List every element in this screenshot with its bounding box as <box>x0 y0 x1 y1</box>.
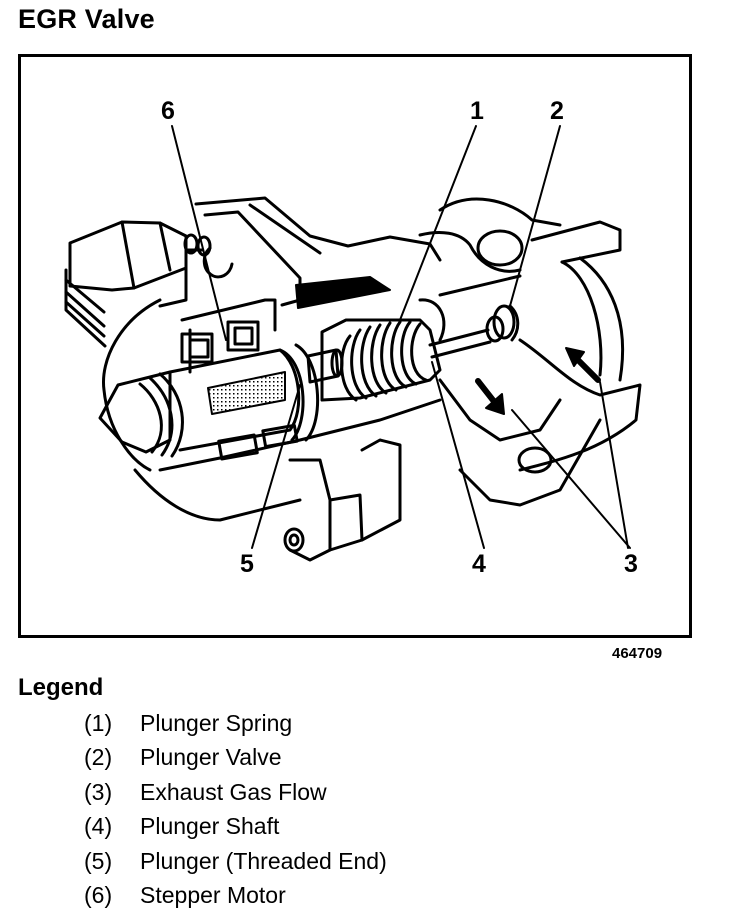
flow-arrow-out-icon <box>485 393 505 415</box>
legend-number: (2) <box>84 744 113 771</box>
legend-item: (4) Plunger Shaft <box>84 810 387 845</box>
egr-valve-illustration: 6 1 2 5 4 3 <box>64 97 642 578</box>
legend-item: (3) Exhaust Gas Flow <box>84 775 387 810</box>
plunger-spring <box>320 318 442 402</box>
legend-label: Plunger Shaft <box>140 813 280 840</box>
legend-item: (1) Plunger Spring <box>84 706 387 741</box>
leader-lines <box>171 125 631 549</box>
legend-number: (5) <box>84 847 113 874</box>
legend-item: (6) Stepper Motor <box>84 879 387 914</box>
legend-number: (1) <box>84 709 113 736</box>
plunger-valve <box>485 304 520 343</box>
illustration-frame <box>18 54 692 638</box>
callout-5: 5 <box>240 550 254 578</box>
page-title: EGR Valve <box>18 4 155 34</box>
electrical-connector <box>64 220 188 348</box>
legend-number: (3) <box>84 778 113 805</box>
legend-label: Plunger Valve <box>140 744 282 771</box>
legend-number: (6) <box>84 882 113 909</box>
legend-label: Exhaust Gas Flow <box>140 778 327 805</box>
legend-list: (1) Plunger Spring (2) Plunger Valve (3)… <box>84 706 387 913</box>
stepper-motor-windows <box>180 320 299 461</box>
exhaust-flow-arrows <box>475 347 601 415</box>
callout-1: 1 <box>470 97 484 125</box>
exhaust-housing <box>418 197 642 507</box>
legend-item: (2) Plunger Valve <box>84 741 387 776</box>
legend-number: (4) <box>84 813 113 840</box>
legend-title: Legend <box>18 674 104 701</box>
legend-label: Plunger (Threaded End) <box>140 847 387 874</box>
flow-arrow-in-icon <box>565 347 585 367</box>
plunger-shaft <box>428 328 492 359</box>
callout-2: 2 <box>550 97 564 125</box>
callout-4: 4 <box>472 550 486 578</box>
callout-3: 3 <box>624 550 638 578</box>
figure-id: 464709 <box>612 645 663 662</box>
legend-item: (5) Plunger (Threaded End) <box>84 844 387 879</box>
upper-housing <box>102 196 442 472</box>
legend-label: Stepper Motor <box>140 882 286 909</box>
mounting-flange <box>133 235 442 562</box>
callout-6: 6 <box>161 97 175 125</box>
legend-label: Plunger Spring <box>140 709 293 736</box>
